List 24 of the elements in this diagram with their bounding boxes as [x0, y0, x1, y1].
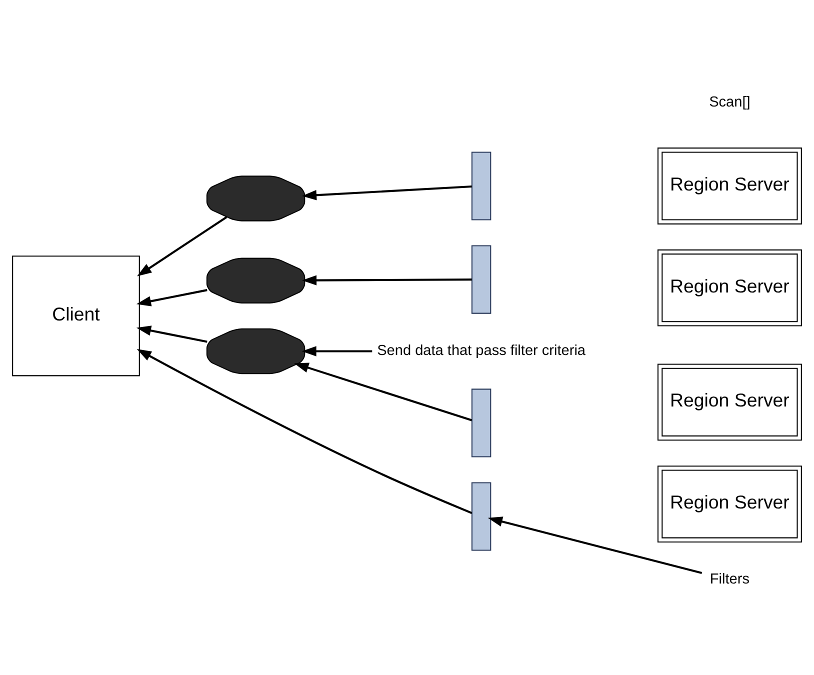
- node-box: Client: [12, 255, 140, 376]
- node-text: Send data that pass filter criteria: [377, 342, 586, 359]
- arrow: [136, 348, 472, 514]
- arrow: [136, 325, 208, 342]
- arrow: [302, 184, 472, 200]
- arrow: [302, 274, 472, 285]
- node-box: Region Server: [657, 248, 802, 326]
- node-bar: [471, 244, 492, 314]
- node-bar: [471, 482, 492, 550]
- node-box: [206, 175, 306, 221]
- arrow: [302, 346, 372, 356]
- arrow: [136, 288, 208, 306]
- node-box: [206, 328, 306, 374]
- arrow: [488, 516, 702, 574]
- node-bar: [471, 388, 492, 457]
- node-bar: [471, 151, 492, 220]
- arrow: [294, 362, 472, 421]
- node-text: Filters: [710, 571, 750, 588]
- node-box: Region Server: [657, 363, 802, 440]
- node-box: [206, 257, 306, 303]
- node-box: Region Server: [657, 147, 802, 224]
- node-box: Region Server: [657, 465, 802, 542]
- arrow: [137, 216, 228, 276]
- label: Scan[]: [709, 94, 750, 110]
